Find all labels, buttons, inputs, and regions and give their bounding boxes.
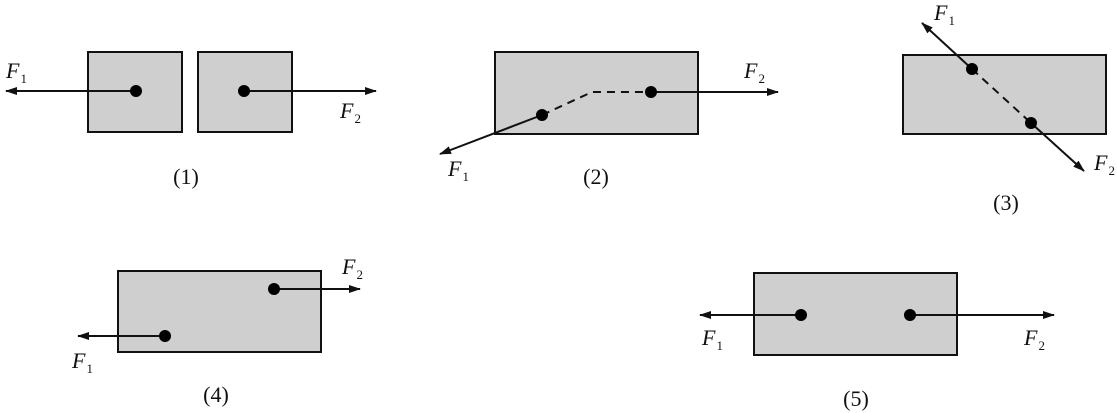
- diagram-3: F1 F2 (3): [902, 0, 1115, 215]
- caption-4: (4): [203, 382, 229, 407]
- force-label-f1: F1: [933, 0, 955, 28]
- force-label-f1: F1: [5, 58, 27, 86]
- caption-2: (2): [583, 164, 609, 189]
- force-label-f1: F1: [71, 348, 93, 376]
- block: [902, 54, 1107, 135]
- application-point: [130, 85, 142, 97]
- force-arrow-f2: [1030, 122, 1085, 172]
- caption-5: (5): [843, 386, 869, 411]
- force-label-f1: F1: [701, 325, 723, 353]
- application-point: [795, 309, 807, 321]
- diagram-2: F1 F2 (2): [439, 51, 779, 189]
- application-point: [268, 283, 280, 295]
- application-point: [966, 63, 978, 75]
- block: [117, 270, 322, 353]
- force-label-f2: F2: [1093, 150, 1115, 178]
- force-label-f2: F2: [341, 254, 363, 282]
- dashed-link: [541, 91, 651, 116]
- force-label-f1: F1: [447, 156, 469, 184]
- diagram-4: F1 F2 (4): [71, 254, 363, 407]
- force-arrow-f1: [921, 22, 973, 70]
- force-label-f2: F2: [1023, 325, 1045, 353]
- application-point: [159, 330, 171, 342]
- application-point: [536, 109, 548, 121]
- caption-1: (1): [173, 164, 199, 189]
- force-label-f2: F2: [339, 98, 361, 126]
- application-point: [904, 309, 916, 321]
- application-point: [238, 85, 250, 97]
- force-label-f2: F2: [743, 58, 765, 86]
- application-point: [1025, 117, 1037, 129]
- caption-3: (3): [993, 190, 1019, 215]
- diagram-1: F1 F2 (1): [5, 51, 377, 189]
- force-arrow-f1: [439, 114, 543, 155]
- application-point: [645, 86, 657, 98]
- diagram-5: F1 F2 (5): [699, 272, 1055, 411]
